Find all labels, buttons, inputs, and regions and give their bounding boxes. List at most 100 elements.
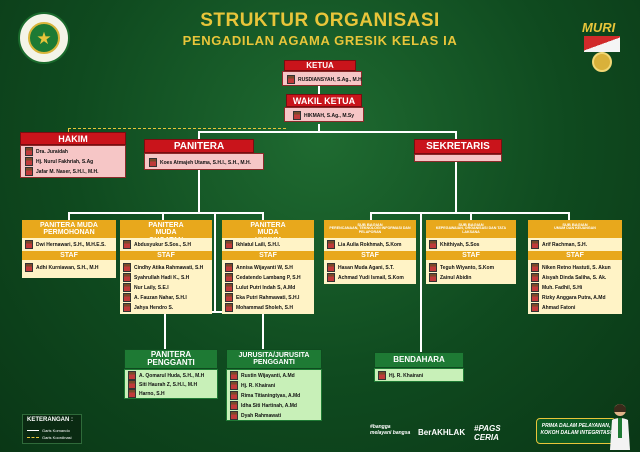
hakim-member: Hj. Nurul Fakhriah, S.Ag: [25, 157, 93, 166]
sub-umum-head: Arif Rachman, S.H.: [531, 240, 587, 249]
person-photo-icon: [230, 381, 238, 390]
sub-umum-staff-name: Aisyah Dinda Saliha, S. Ak.: [542, 274, 607, 281]
sub-ptip-staff: Achmad Yudi Ismail, S.Kom: [327, 273, 404, 282]
legend-title: KETERANGAN :: [27, 417, 73, 423]
jurusita-name: Rima Titianingtyas, A.Md: [241, 392, 301, 399]
person-photo-icon: [327, 273, 335, 282]
person-photo-icon: [128, 380, 136, 389]
pm-gugatan-staff-name: A. Fauzan Nahar, S.H.I: [134, 294, 187, 301]
line-to-panitera: [198, 131, 200, 139]
panitera-name: Koes Atmajeh Utama, S.H.I., S.H., M.H.: [160, 159, 251, 166]
panitera-pengganti-name: Harno, S.H: [139, 390, 165, 397]
sub-umum-header: SUB BAGIAN UMUM DAN KEUANGAN: [528, 220, 622, 238]
pm-hukum-head-name: Ikhlatul Laili, S.H.I.: [236, 241, 281, 248]
panitera-pengganti-body: A. Qomarul Huda, S.H., M.H Siti Haurah Z…: [124, 369, 218, 399]
person-photo-icon: [230, 391, 238, 400]
jurusita-member: Rustin Wijayanti, A.Md: [230, 371, 295, 380]
hakim-member: Dra. Juraidah: [25, 147, 68, 156]
sub-ptip-title2: PERENCANAAN, TEKNOLOGI INFORMASI DAN PEL…: [329, 226, 411, 234]
hakim-member-name: Dra. Juraidah: [36, 148, 68, 155]
pm-gugatan-staff: A. Fauzan Nahar, S.H.I: [123, 293, 187, 302]
person-photo-icon: [429, 273, 437, 282]
sub-umum-body: Arif Rachman, S.H. STAF Niken Retno Hast…: [528, 238, 622, 314]
legend-item-komando: Garis Komando: [27, 428, 70, 433]
sub-umum-staff: Muh. Fadhil, S.Hi: [531, 283, 582, 292]
muri-ribbon-icon: [584, 36, 620, 52]
sub-umum-staff: Rizky Anggara Putra, A.Md: [531, 293, 606, 302]
pm-hukum-staff: Eka Putri Rahmawati, S.H.I: [225, 293, 299, 302]
line-wakil-down: [318, 124, 320, 132]
person-photo-icon: [225, 273, 233, 282]
sub-umum-staff-name: Rizky Anggara Putra, A.Md: [542, 294, 606, 301]
sub-kepeg-head-name: Khithiyah, S.Sos: [440, 241, 480, 248]
hakim-member: Jafar M. Naser, S.H.I., M.H.: [25, 167, 99, 176]
sub-umum-title1: SUB BAGIAN: [562, 222, 588, 227]
person-photo-icon: [293, 111, 301, 120]
person-photo-icon: [123, 263, 131, 272]
person-photo-icon: [123, 283, 131, 292]
pags-ceria-logo: #PAGS CERIA: [474, 424, 501, 442]
sub-ptip-staff: Hasan Muda Agani, S.T.: [327, 263, 394, 272]
bendahara-name: Hj. R. Khairani: [389, 372, 424, 379]
sub-kepeg-title1: SUB BAGIAN: [458, 222, 484, 227]
pm-permohonan-staff: Adhi Kurniawan, S.H., M.H: [25, 263, 99, 272]
wakil-ketua-header: WAKIL KETUA: [286, 94, 362, 107]
pm-gugatan-header: PANITERA MUDA GUGATAN: [120, 220, 212, 244]
pm-gugatan-head-name: Abdusyukur S.Sos., S.H: [134, 241, 191, 248]
pm-gugatan-staff-name: Syahrullah Hadi K., S.H: [134, 274, 190, 281]
legend-label: Garis Komando: [42, 428, 70, 433]
sub-ptip-head: Lia Aulia Rokhmah, S.Kom: [327, 240, 401, 249]
page-title: STRUKTUR ORGANISASI: [200, 10, 440, 31]
sub-ptip-head-name: Lia Aulia Rokhmah, S.Kom: [338, 241, 402, 248]
pm-permohonan-body: Dwi Hernawari, S.H., M.H.E.S. STAF Adhi …: [22, 238, 116, 278]
pm-permohonan-staff-name: Adhi Kurniawan, S.H., M.H: [36, 264, 99, 271]
person-photo-icon: [225, 283, 233, 292]
bendahara-header: BENDAHARA: [374, 352, 464, 368]
line-to-jurusita: [262, 311, 264, 349]
court-emblem-logo: ★: [18, 12, 70, 64]
panitera-pengganti-name: Siti Haurah Z, S.H.I., M.H: [139, 381, 198, 388]
pm-hukum-header: PANITERA MUDA HUKUM: [222, 220, 314, 244]
pm-hukum-head: Ikhlatul Laili, S.H.I.: [225, 240, 280, 249]
sub-umum-head-name: Arif Rachman, S.H.: [542, 241, 588, 248]
line-to-sub-kepeg: [470, 212, 472, 220]
pm-permohonan-staf-label: STAF: [22, 251, 116, 260]
person-photo-icon: [230, 401, 238, 410]
panitera-header: PANITERA: [144, 139, 254, 153]
muri-medal-icon: [592, 52, 612, 72]
line-to-sub-umum: [568, 212, 570, 220]
line-ketua-wakil: [318, 86, 320, 94]
jurusita-member: Dyah Rahmawati: [230, 411, 281, 420]
pm-gugatan-staff: Jahya Hendro S.: [123, 303, 173, 312]
bangga-melayani-logo: #bangga melayani bangsa: [370, 424, 411, 436]
sub-umum-staff: Aisyah Dinda Saliha, S. Ak.: [531, 273, 606, 282]
legend: KETERANGAN : Garis Komando Garis Koordin…: [22, 414, 82, 444]
person-photo-icon: [25, 157, 33, 166]
panitera-pengganti-header: PANITERA PENGGANTI: [124, 349, 218, 369]
line-to-pm-permohonan: [68, 212, 70, 220]
person-photo-icon: [128, 371, 136, 380]
person-photo-icon: [531, 283, 539, 292]
pm-gugatan-staf-label: STAF: [120, 251, 212, 260]
ketua-member: RUSDIANSYAH, S.Ag., M.H: [287, 75, 362, 84]
wakil-ketua-member: HIKMAH, S.Ag., M.Sy: [293, 111, 354, 120]
pm-gugatan-staff-name: Jahya Hendro S.: [134, 304, 174, 311]
person-photo-icon: [25, 263, 33, 272]
person-photo-icon: [123, 273, 131, 282]
sub-kepeg-staff: Zainul Abidin: [429, 273, 471, 282]
line-sekretaris-down: [455, 160, 457, 212]
pm-gugatan-staff-name: Cindhy Atika Rahmawati, S.H: [134, 264, 204, 271]
jurusita-member: Rima Titianingtyas, A.Md: [230, 391, 300, 400]
person-photo-icon: [25, 167, 33, 176]
sub-umum-title2: UMUM DAN KEUANGAN: [554, 226, 596, 231]
sub-umum-staff-name: Muh. Fadhil, S.Hi: [542, 284, 583, 291]
person-photo-icon: [225, 263, 233, 272]
pm-gugatan-staff: Cindhy Atika Rahmawati, S.H: [123, 263, 203, 272]
solid-line-icon: [27, 430, 39, 431]
person-photo-icon: [123, 240, 131, 249]
person-photo-icon: [123, 293, 131, 302]
sub-kepeg-staff-name: Zainul Abidin: [440, 274, 472, 281]
line-to-pm-hukum: [262, 212, 264, 220]
line-sekretaris-to-bendahara: [420, 212, 422, 352]
ketua-name: RUSDIANSYAH, S.Ag., M.H: [298, 76, 362, 83]
